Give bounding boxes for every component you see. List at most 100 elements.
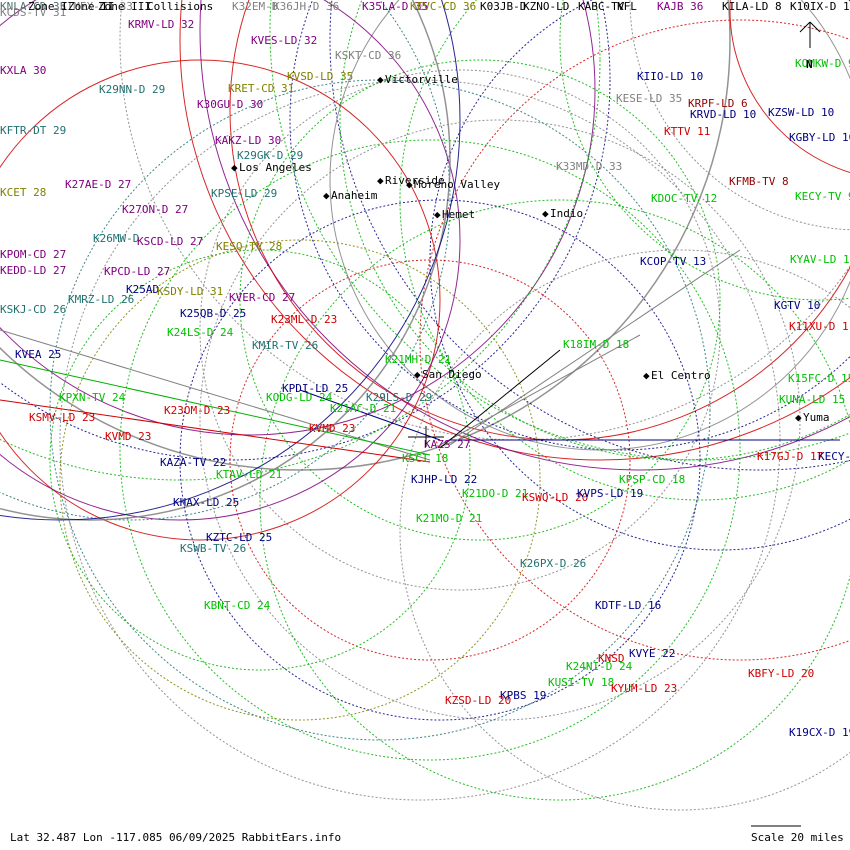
station-label[interactable]: KVEA 25 — [15, 348, 61, 361]
station-label[interactable]: K11XU-D 11 — [789, 320, 850, 333]
station-label[interactable]: KAZS 27 — [424, 438, 470, 451]
station-label[interactable]: K26PX-D 26 — [520, 557, 586, 570]
station-label[interactable]: KFMB-TV 8 — [729, 175, 789, 188]
station-label[interactable]: KESE-LD 35 — [616, 92, 682, 105]
station-label[interactable]: KZSD-LD 20 — [445, 694, 511, 707]
station-label[interactable]: KPBS 19 — [500, 689, 546, 702]
station-label[interactable]: K35LA-D 35 — [362, 0, 428, 13]
station-label[interactable]: KCDS-TV 31 — [0, 6, 66, 19]
station-label[interactable]: KYAV-LD 12 — [790, 253, 850, 266]
station-label[interactable]: KAJB 36 — [657, 0, 703, 13]
station-label[interactable]: KYUM-LD 23 — [611, 682, 677, 695]
station-label[interactable]: K18IM-D 18 — [563, 338, 629, 351]
station-label[interactable]: K21AC-D 21 — [330, 402, 396, 415]
station-label[interactable]: KDTF-LD 16 — [595, 599, 661, 612]
station-label[interactable]: KTAV-LD 21 — [216, 468, 282, 481]
station-label[interactable]: KHAX-LD 25 — [173, 496, 239, 509]
station-label[interactable]: KPSE-LD 29 — [211, 187, 277, 200]
station-label[interactable]: K17GJ-D 17 — [757, 450, 823, 463]
station-label[interactable]: KNLA-CD 35 — [0, 0, 66, 13]
station-label[interactable]: KGBY-LD 10 — [789, 131, 850, 144]
station-label[interactable]: KMRZ-LD 26 — [68, 293, 134, 306]
station-label[interactable]: K24LS-D 24 — [167, 326, 234, 339]
station-label[interactable]: KAKZ-LD 30 — [215, 134, 281, 147]
station-label[interactable]: KPDI-LD 25 — [282, 382, 348, 395]
station-label[interactable]: KGTV 10 — [774, 299, 820, 312]
station-label[interactable]: KVER-CD 27 — [229, 291, 295, 304]
station-label[interactable]: KRET-CD 31 — [228, 82, 294, 95]
station-label[interactable]: KSDY-LD 31 — [157, 285, 223, 298]
station-label[interactable]: KCOP-TV 13 — [640, 255, 706, 268]
station-label[interactable]: K21MH-D 21 — [385, 353, 451, 366]
station-label[interactable]: KTTV 11 — [664, 125, 710, 138]
station-label[interactable]: K36JH-D 36 — [273, 0, 339, 13]
station-label[interactable]: KECY-TV 9 — [795, 190, 850, 203]
station-label[interactable]: KOMKW-D 9 — [795, 57, 850, 70]
station-label[interactable]: KPOM-CD 27 — [0, 248, 66, 261]
station-label[interactable]: KZSW-LD 10 — [768, 106, 834, 119]
station-label[interactable]: K15FC-D 15 — [788, 372, 850, 385]
station-label[interactable]: KSMV-LD 23 — [29, 411, 95, 424]
station-label[interactable]: KUNA-LD 15 — [779, 393, 845, 406]
station-label[interactable]: K30GU-D 30 — [197, 98, 263, 111]
station-label[interactable]: K26MW-D — [93, 232, 139, 245]
station-label[interactable]: K25AD — [126, 283, 159, 296]
station-label[interactable]: KVMD 23 — [105, 430, 151, 443]
station-label[interactable]: K32EM-D — [232, 0, 278, 13]
station-label[interactable]: K23ML-D 23 — [271, 313, 337, 326]
station-label[interactable]: K27ON-D 27 — [122, 203, 188, 216]
station-label[interactable]: KESQ-TV 28 — [216, 240, 282, 253]
station-label[interactable]: K25QB-D 25 — [180, 307, 246, 320]
station-label[interactable]: KEVC-CD 36 — [410, 0, 476, 13]
station-label[interactable]: KRMV-LD 32 — [128, 18, 194, 31]
station-label[interactable]: KMIR-TV 26 — [252, 339, 318, 352]
station-label[interactable]: K03JB-D — [480, 0, 526, 13]
station-label[interactable]: KODG-LD 24 — [266, 391, 333, 404]
station-label[interactable]: KNSD — [598, 652, 625, 665]
station-label[interactable]: KSCI 18 — [402, 452, 448, 465]
station-label[interactable]: K21MO-D 21 — [416, 512, 482, 525]
station-label[interactable]: KAZA-TV 22 — [160, 456, 226, 469]
station-label[interactable]: K29NN-D 29 — [99, 83, 165, 96]
station-label[interactable]: KBFY-LD 20 — [748, 667, 814, 680]
station-label[interactable]: KCET 28 — [0, 186, 46, 199]
station-label[interactable]: KVES-LD 32 — [251, 34, 317, 47]
station-label[interactable]: KZNO-LD — [523, 0, 569, 13]
station-label[interactable]: KVSD-LD 35 — [287, 70, 353, 83]
station-label[interactable]: KSKJ-CD 26 — [0, 303, 66, 316]
station-label[interactable]: KPXN-TV 24 — [59, 391, 126, 404]
station-label[interactable]: KIIO-LD 10 — [637, 70, 703, 83]
station-label[interactable]: K21DO-D 21 — [462, 487, 528, 500]
station-label[interactable]: KDOC-TV 12 — [651, 192, 717, 205]
station-label[interactable]: KRVD-LD 10 — [690, 108, 756, 121]
station-label[interactable]: KPCD-LD 27 — [104, 265, 170, 278]
station-label[interactable]: KECY-DT 13 — [818, 450, 850, 463]
station-label[interactable]: KSWQ-LD 20 — [522, 491, 588, 504]
station-label[interactable]: KSKT-CD 36 — [335, 49, 401, 62]
station-label[interactable]: KIMEX-DT 33 — [60, 0, 133, 13]
station-label[interactable]: KFTR-DT 29 — [0, 124, 66, 137]
station-label[interactable]: KVMD 23 — [309, 422, 355, 435]
station-label[interactable]: K19CX-D 19 — [789, 726, 850, 739]
station-label[interactable]: K10IX-D 10 — [790, 0, 850, 13]
station-label[interactable]: KFL — [617, 0, 637, 13]
station-label[interactable]: K27AE-D 27 — [65, 178, 131, 191]
station-label[interactable]: K29LS-D 29 — [366, 391, 432, 404]
station-label[interactable]: KXLA 30 — [0, 64, 46, 77]
station-label[interactable]: K24NI-D 24 — [566, 660, 633, 673]
station-label[interactable]: K23OM-D 23 — [164, 404, 230, 417]
station-label[interactable]: KPSP-CD 18 — [619, 473, 685, 486]
station-label[interactable]: KILA-LD 8 — [722, 0, 782, 13]
station-label[interactable]: KZTC-LD 25 — [206, 531, 272, 544]
station-label[interactable]: KEDD-LD 27 — [0, 264, 66, 277]
station-label[interactable]: KVPS-LD 19 — [577, 487, 643, 500]
station-label[interactable]: KSCD-LD 27 — [137, 235, 203, 248]
station-label[interactable]: K33MD-D 33 — [556, 160, 622, 173]
station-label[interactable]: KBNT-CD 24 — [204, 599, 271, 612]
station-label[interactable]: KVYE 22 — [629, 647, 675, 660]
station-label[interactable]: KSWB-TV 26 — [180, 542, 246, 555]
station-label[interactable]: KUSI-TV 18 — [548, 676, 614, 689]
station-label[interactable]: K29GK-D 29 — [237, 149, 303, 162]
station-label[interactable]: KABC-TV — [578, 0, 625, 13]
station-label[interactable]: KJHP-LD 22 — [411, 473, 477, 486]
